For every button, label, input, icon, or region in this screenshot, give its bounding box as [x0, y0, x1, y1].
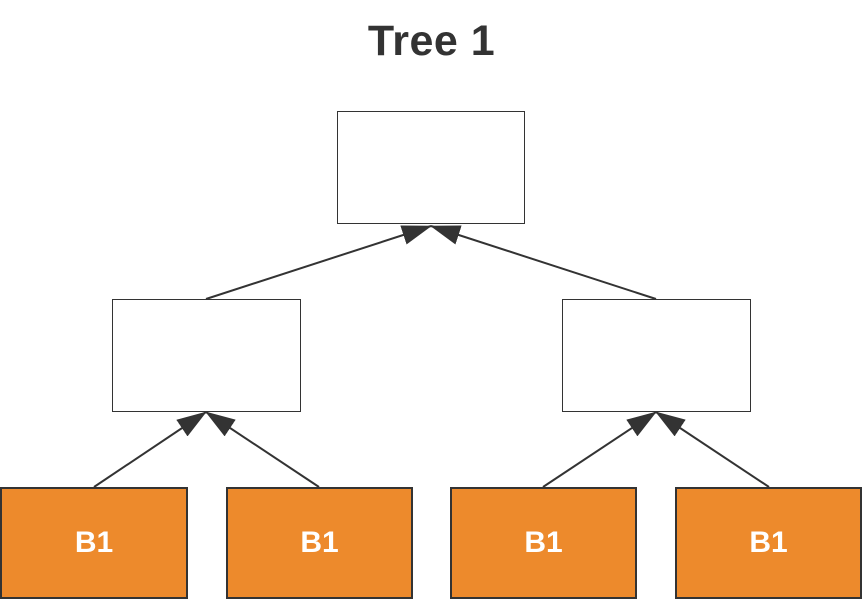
edge-leaf-4-to-branch-right	[655, 411, 770, 488]
tree-node-leaf-2: B1	[226, 487, 413, 599]
edge-leaf-1-to-branch-left	[93, 411, 207, 488]
tree-node-leaf-4: B1	[675, 487, 862, 599]
tree-node-leaf-2-label: B1	[300, 526, 339, 559]
edge-branch-left-to-root	[205, 225, 432, 300]
tree-node-leaf-1: B1	[0, 487, 188, 599]
diagram-title: Tree 1	[367, 17, 496, 65]
tree-node-branch-left	[112, 299, 301, 412]
edge-branch-right-to-root	[430, 225, 657, 300]
tree-node-leaf-4-label: B1	[749, 526, 788, 559]
edge-leaf-2-to-branch-left	[205, 411, 320, 488]
tree-node-leaf-1-label: B1	[74, 526, 114, 559]
tree-node-branch-right	[562, 299, 751, 412]
tree-node-root	[337, 111, 525, 224]
tree-node-leaf-3: B1	[450, 487, 637, 599]
edge-leaf-3-to-branch-right	[542, 411, 657, 488]
tree-node-leaf-3-label: B1	[524, 526, 563, 559]
